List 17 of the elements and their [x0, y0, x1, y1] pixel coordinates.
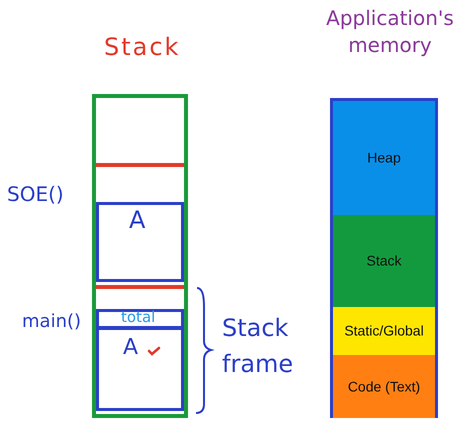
- memory-segment: [333, 215, 435, 307]
- segment-label: Stack: [365, 253, 402, 269]
- column-heading: Application's memory: [325, 5, 455, 59]
- stack-frame-box: [96, 327, 184, 411]
- variable-label: A: [129, 207, 146, 234]
- memory-segment: [333, 101, 435, 215]
- segment-label: Code (Text): [346, 378, 422, 394]
- memory-segment: [333, 355, 435, 418]
- function-label: SOE(): [7, 183, 64, 205]
- segment-label: Static/Global: [343, 323, 425, 339]
- annotation: Stack frame: [222, 313, 294, 380]
- variable-label: A: [123, 336, 138, 360]
- memory-segment: [333, 307, 435, 355]
- column-heading: Stack: [104, 34, 180, 60]
- function-label: main(): [22, 312, 82, 332]
- variable-label: total: [121, 309, 156, 326]
- segment-label: Heap: [366, 150, 402, 166]
